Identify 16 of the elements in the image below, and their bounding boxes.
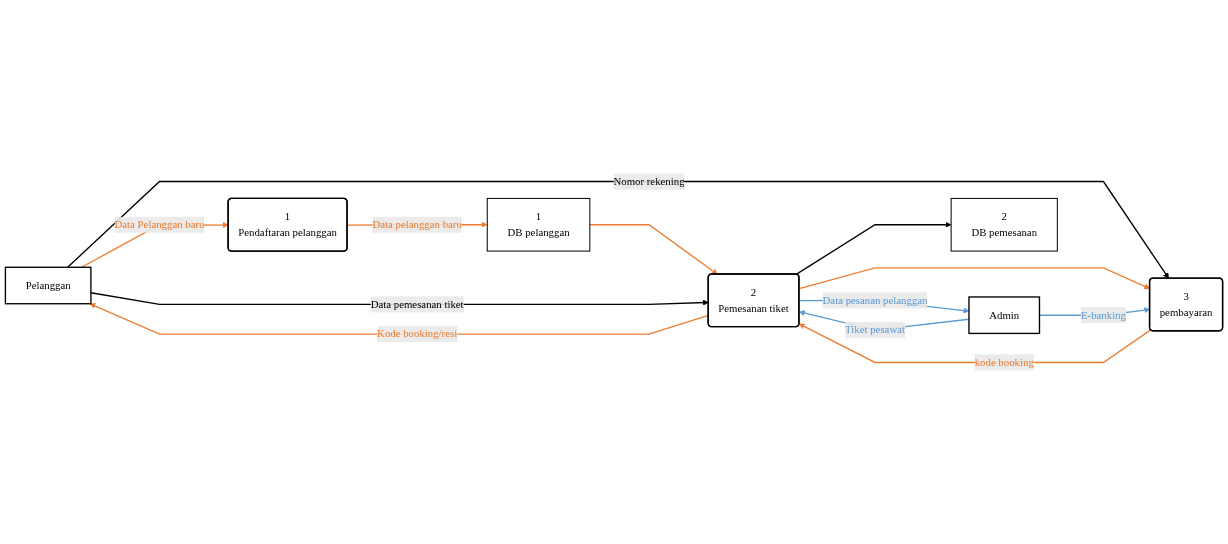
edge-label: Data pelanggan baru (372, 218, 462, 231)
edge-label: kode booking (974, 356, 1034, 368)
node-box: 2 DB pemesanan (950, 197, 1058, 252)
edge-label: Data pemesanan tiket (370, 298, 464, 310)
edge-label: Nomor rekening (613, 175, 685, 187)
edge-label: Data Pelanggan baru (114, 218, 205, 231)
arrow (589, 224, 718, 275)
arrow (67, 180, 1169, 279)
edge-label: Data pesanan pelanggan (822, 294, 928, 306)
node-box: 1 DB pelanggan (486, 197, 591, 252)
edge-label: Tiket pesawat (845, 323, 905, 336)
node-box: Pelanggan (4, 266, 92, 305)
edge-label: E-banking (1080, 309, 1126, 321)
node-box: Admin (968, 296, 1041, 335)
edge-label: Kode booking/resi (377, 328, 458, 340)
arrow (795, 221, 952, 276)
